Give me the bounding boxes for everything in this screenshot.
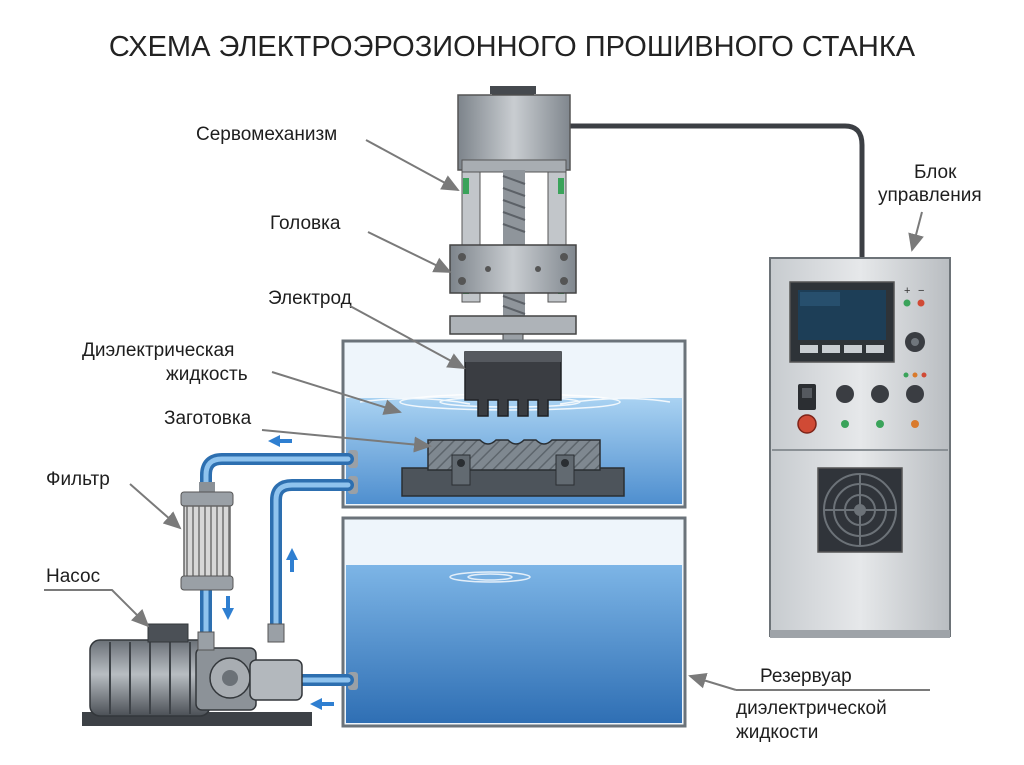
- electrode-label: Электрод: [268, 288, 352, 309]
- head-label: Головка: [270, 213, 341, 234]
- servo-leader: [365, 139, 460, 191]
- workpiece-label: Заготовка: [164, 408, 252, 429]
- head-leader: [367, 231, 452, 273]
- reservoir-label-line1: Резервуар: [760, 666, 852, 687]
- control-unit: + −: [769, 257, 951, 638]
- reservoir-label-line2: диэлектрической: [736, 698, 887, 719]
- fluid-pipes: [200, 453, 354, 686]
- control-leader: [908, 211, 924, 252]
- filter-label: Фильтр: [46, 469, 110, 490]
- pump-label: Насос: [46, 566, 100, 587]
- reservoir-tank: [341, 516, 687, 728]
- reservoir-label-line3: жидкости: [736, 722, 818, 743]
- workpiece: [401, 439, 625, 497]
- electrode-leader: [349, 305, 466, 369]
- control-cable: [568, 123, 865, 258]
- plus-symbol: +: [904, 285, 910, 297]
- pump-leader: [44, 589, 150, 628]
- electrode: [464, 351, 562, 417]
- workpiece-leader: [261, 429, 432, 453]
- diagram-title: СХЕМА ЭЛЕКТРОЭРОЗИОННОГО ПРОШИВНОГО СТАН…: [109, 31, 916, 63]
- flow-arrows: [222, 435, 334, 710]
- dielectric-label-line2: жидкость: [166, 364, 248, 385]
- minus-symbol: −: [918, 285, 924, 297]
- servo-label: Сервомеханизм: [196, 124, 337, 145]
- head-carriage: [449, 244, 577, 353]
- reservoir-leader: [688, 673, 737, 691]
- filter: [180, 482, 234, 591]
- control-label-line1: Блок: [914, 162, 957, 183]
- labels: Сервомеханизм Головка Электрод Диэлектри…: [44, 124, 982, 743]
- control-label-line2: управления: [878, 185, 982, 206]
- pump: [82, 623, 312, 726]
- dielectric-leader: [271, 371, 402, 415]
- dielectric-label-line1: Диэлектрическая: [82, 340, 234, 361]
- filter-leader: [129, 483, 182, 530]
